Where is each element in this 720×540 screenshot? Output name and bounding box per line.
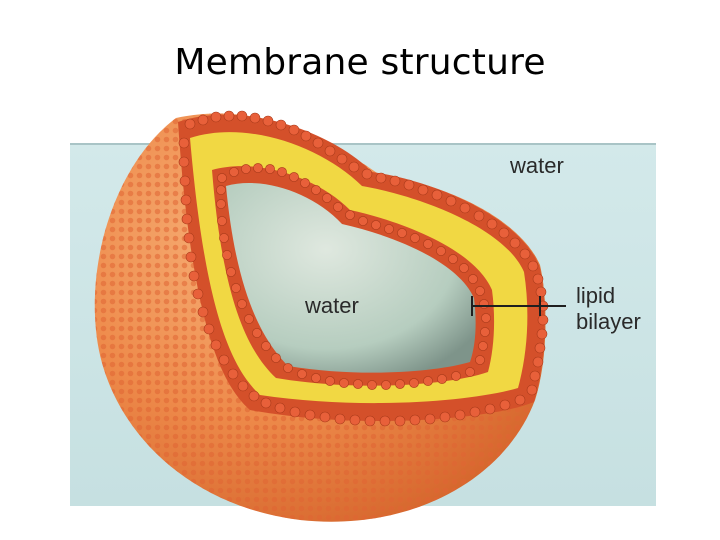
interior-water: [226, 183, 476, 373]
slide-title: Membrane structure: [174, 42, 546, 83]
water-inner-label: water: [305, 293, 359, 318]
lipid-bilayer-label-line2: bilayer: [576, 309, 641, 334]
water-outer-label: water: [510, 153, 564, 178]
lipid-bilayer-label-line1: lipid: [576, 283, 616, 308]
bilayer-indicator: [471, 296, 566, 316]
phospholipid-heads: [178, 110, 549, 427]
